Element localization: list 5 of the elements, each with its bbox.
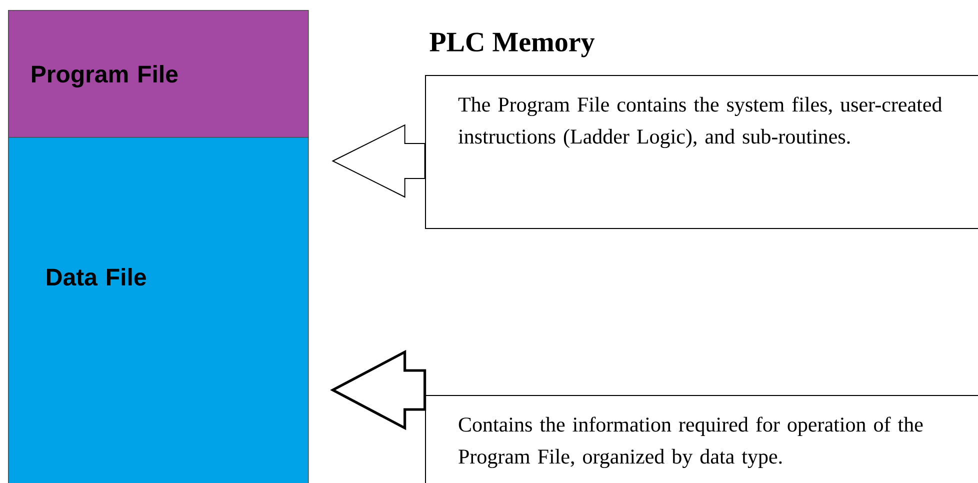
- memory-block: Data File: [8, 137, 309, 483]
- title: PLC Memory: [430, 32, 595, 58]
- memory-block: Program File: [8, 10, 309, 138]
- text-box: The Program File contains the system files, user-created instructions (Ladder Logic), and sub-routines.: [425, 75, 978, 229]
- text-box: Contains the information required for operation of the Program File, organized by data type.: [425, 395, 978, 483]
